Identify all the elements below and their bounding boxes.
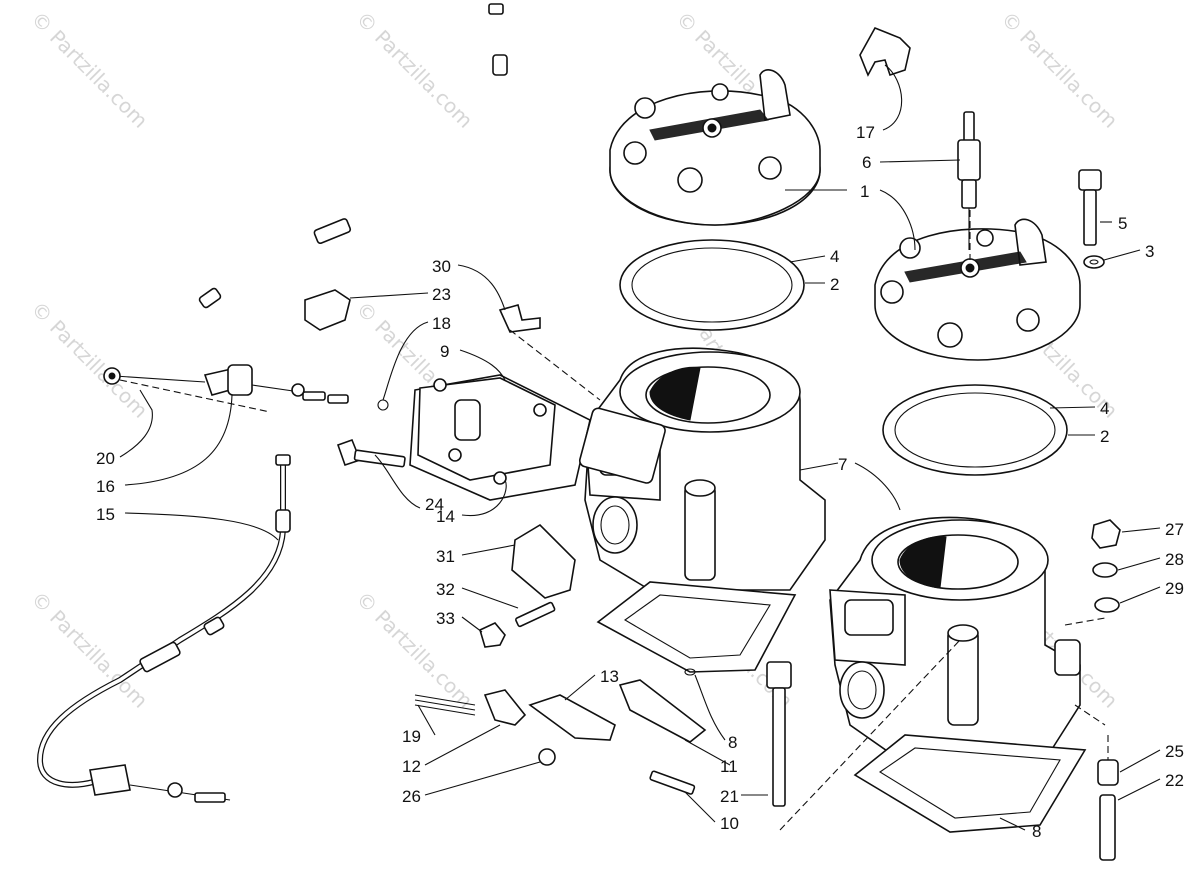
callout-8: 8 — [1032, 822, 1041, 841]
spacer-icon — [1097, 759, 1119, 786]
callout-5: 5 — [1118, 214, 1127, 233]
washer-28-icon — [1092, 562, 1118, 578]
callout-9: 9 — [440, 342, 449, 361]
bolt-10-icon — [649, 770, 696, 795]
callout-31: 31 — [436, 547, 455, 566]
cylinder-head-lower — [874, 218, 1081, 361]
elbow-fitting-icon — [498, 304, 541, 333]
clip-icon — [304, 289, 351, 331]
leader-lines — [119, 64, 1161, 831]
stud-22-icon — [1099, 794, 1116, 861]
o-ring-icon — [377, 399, 389, 411]
screw-icon — [538, 748, 556, 766]
callout-7: 7 — [838, 455, 847, 474]
callout-30: 30 — [432, 257, 451, 276]
callout-13: 13 — [600, 667, 619, 686]
watermark: © Partzilla.com — [351, 7, 477, 133]
valve-lever-icon — [528, 694, 616, 741]
cable-lower — [36, 454, 291, 803]
bracket-icon — [859, 26, 911, 77]
callout-32: 32 — [436, 580, 455, 599]
callout-20: 20 — [96, 449, 115, 468]
callout-25: 25 — [1165, 742, 1184, 761]
callout-23: 23 — [432, 285, 451, 304]
valve-body-icon — [618, 679, 707, 743]
cable-upper — [103, 3, 508, 404]
bolt-icon — [336, 438, 406, 468]
callout-1: 1 — [860, 182, 869, 201]
callout-19: 19 — [402, 727, 421, 746]
callout-22: 22 — [1165, 771, 1184, 790]
callout-2: 2 — [830, 275, 839, 294]
callout-29: 29 — [1165, 579, 1184, 598]
spark-plug-icon — [957, 111, 981, 250]
callout-18: 18 — [432, 314, 451, 333]
callout-16: 16 — [96, 477, 115, 496]
callout-3: 3 — [1145, 242, 1154, 261]
callout-21: 21 — [720, 787, 739, 806]
head-gasket-lower — [882, 384, 1068, 476]
assembly-lines — [119, 210, 1109, 831]
intake-flange — [409, 374, 591, 501]
callout-labels: 1 2 2 3 4 4 5 6 7 8 8 9 10 11 12 13 14 1… — [96, 123, 1184, 841]
cable-end-icon — [488, 3, 504, 15]
cylinder-lower — [829, 516, 1081, 761]
spring-icon — [414, 694, 476, 716]
callout-10: 10 — [720, 814, 739, 833]
callout-4: 4 — [830, 247, 839, 266]
callout-2: 2 — [1100, 427, 1109, 446]
callout-28: 28 — [1165, 550, 1184, 569]
callout-8: 8 — [728, 733, 737, 752]
watermark: © Partzilla.com — [351, 587, 477, 713]
base-gasket-lower — [853, 734, 1087, 833]
nut-27-icon — [1091, 519, 1121, 549]
washer-29-icon — [1094, 597, 1120, 613]
valve-icon — [483, 689, 527, 726]
base-gasket-upper — [596, 581, 797, 676]
cylinder-head-upper — [609, 69, 821, 226]
callout-14: 14 — [436, 507, 455, 526]
callout-24: 24 — [425, 495, 444, 514]
watermark: © Partzilla.com — [26, 7, 152, 133]
exhaust-gasket-icon — [511, 523, 576, 599]
watermark: © Partzilla.com — [996, 7, 1122, 133]
long-bolt-icon — [766, 661, 792, 807]
stud-icon — [515, 601, 556, 628]
callout-15: 15 — [96, 505, 115, 524]
callout-26: 26 — [402, 787, 421, 806]
callout-11: 11 — [720, 757, 738, 776]
head-bolt-icon — [1078, 169, 1105, 269]
callout-27: 27 — [1165, 520, 1184, 539]
callout-17: 17 — [856, 123, 875, 142]
callout-12: 12 — [402, 757, 421, 776]
callout-6: 6 — [862, 153, 871, 172]
callout-4: 4 — [1100, 399, 1109, 418]
callout-33: 33 — [436, 609, 455, 628]
reed-block-icon — [578, 407, 666, 484]
flange-nut-icon — [479, 622, 506, 648]
head-gasket-upper — [619, 239, 805, 331]
watermark: © Partzilla.com — [26, 297, 152, 423]
